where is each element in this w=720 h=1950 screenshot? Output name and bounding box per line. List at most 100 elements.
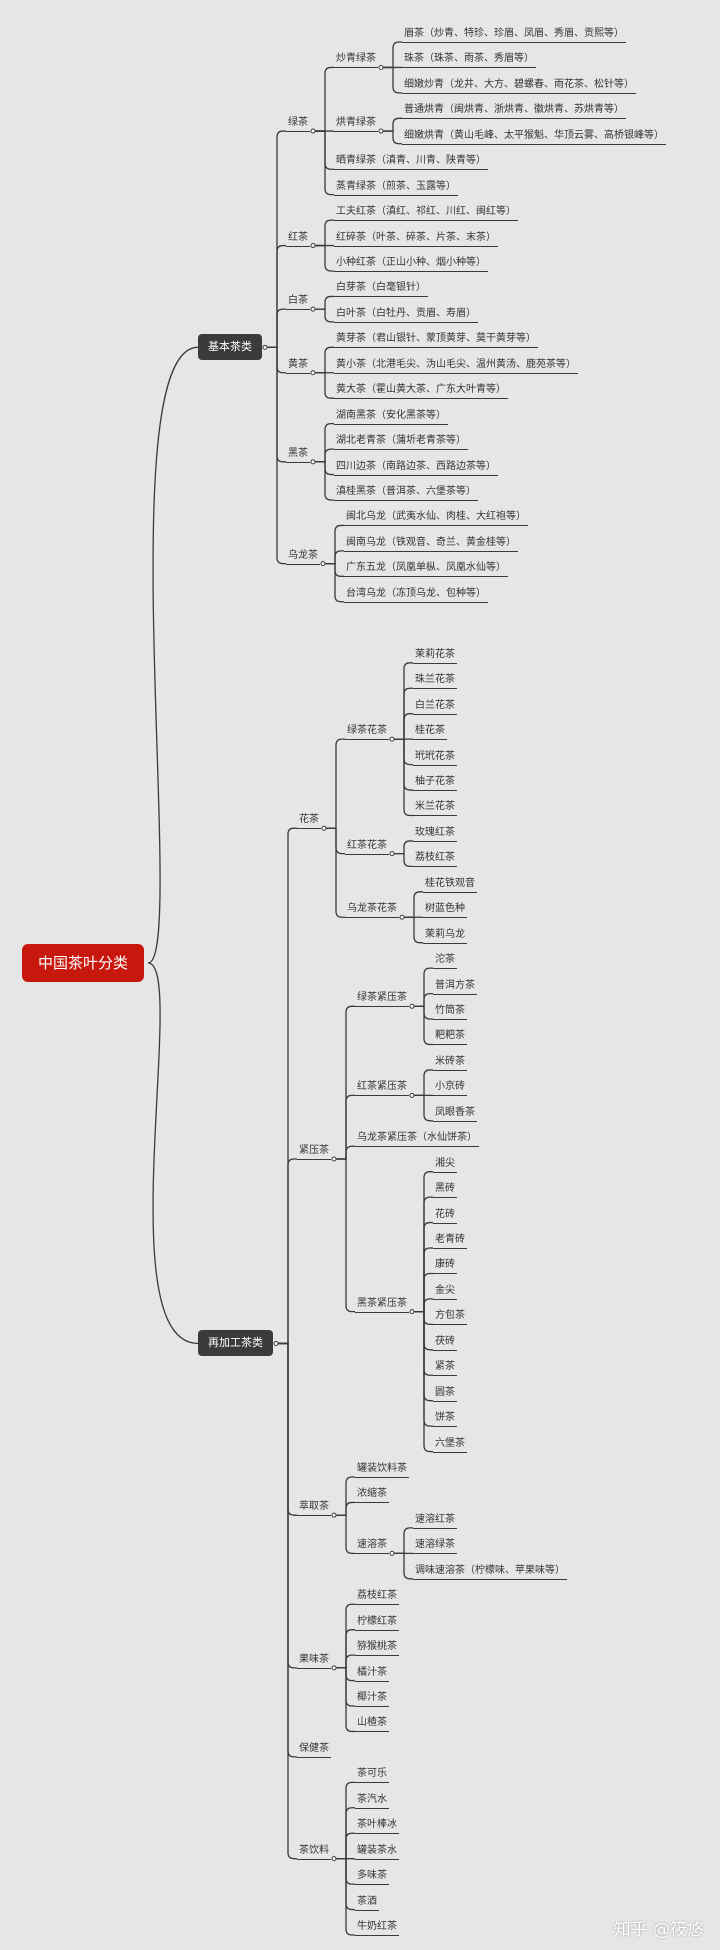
category-再加工茶类[interactable]: 再加工茶类 [198,1330,273,1357]
node-康砖[interactable]: 康砖 [433,1258,457,1275]
node-椰汁茶[interactable]: 椰汁茶 [355,1691,389,1707]
node-六堡茶[interactable]: 六堡茶 [433,1437,467,1453]
root-node[interactable]: 中国茶叶分类 [22,944,145,982]
node-黑茶紧压茶[interactable]: 黑茶紧压茶 [355,1297,409,1313]
node-老青砖[interactable]: 老青砖 [433,1233,467,1250]
node-闽北乌龙[interactable]: 闽北乌龙（武夷水仙、肉桂、大红袍等） [344,510,528,527]
node-速溶红茶[interactable]: 速溶红茶 [413,1513,457,1529]
node-茉莉乌龙[interactable]: 茉莉乌龙 [423,928,467,944]
node-米砖茶[interactable]: 米砖茶 [433,1055,467,1071]
node-罐装饮料茶[interactable]: 罐装饮料茶 [355,1462,409,1479]
node-湖南黑茶[interactable]: 湖南黑茶（安化黑茶等） [334,409,448,425]
node-白叶茶[interactable]: 白叶茶（白牡丹、贡眉、寿眉） [334,307,478,323]
node-绿茶花茶[interactable]: 绿茶花茶 [345,724,389,741]
node-绿茶紧压茶[interactable]: 绿茶紧压茶 [355,991,409,1008]
node-柠檬红茶[interactable]: 柠檬红茶 [355,1615,399,1631]
node-橘汁茶[interactable]: 橘汁茶 [355,1666,389,1682]
node-滇桂黑茶[interactable]: 滇桂黑茶（普洱茶、六堡茶等） [334,485,478,501]
node-珠茶[interactable]: 珠茶（珠茶、雨茶、秀眉等） [402,52,536,69]
node-方包茶[interactable]: 方包茶 [433,1309,467,1326]
node-黄芽茶[interactable]: 黄芽茶（君山银针、蒙顶黄芽、莫干黄芽等） [334,332,538,349]
node-白芽茶[interactable]: 白芽茶（白毫银针） [334,281,428,298]
node-调味速溶茶[interactable]: 调味速溶茶（柠檬味、苹果味等） [413,1564,567,1580]
node-浓缩茶[interactable]: 浓缩茶 [355,1487,389,1504]
node-细嫩炒青[interactable]: 细嫩炒青（龙井、大方、碧螺春、雨花茶、松针等） [402,78,636,94]
node-猕猴桃茶[interactable]: 猕猴桃茶 [355,1640,399,1657]
node-工夫红茶[interactable]: 工夫红茶（滇红、祁红、川红、闽红等） [334,205,518,222]
node-湘尖[interactable]: 湘尖 [433,1157,457,1173]
node-茶酒[interactable]: 茶酒 [355,1895,379,1911]
node-台湾乌龙[interactable]: 台湾乌龙（冻顶乌龙、包种等） [344,587,488,603]
node-罐装茶水[interactable]: 罐装茶水 [355,1844,399,1860]
node-粑粑茶[interactable]: 粑粑茶 [433,1029,467,1046]
node-玳玳花茶[interactable]: 玳玳花茶 [413,750,457,766]
node-四川边茶[interactable]: 四川边茶（南路边茶、西路边茶等） [334,460,498,476]
node-沱茶[interactable]: 沱茶 [433,953,457,970]
node-紧茶[interactable]: 紧茶 [433,1360,457,1377]
node-红茶[interactable]: 红茶 [286,231,310,247]
node-白茶[interactable]: 白茶 [286,294,310,311]
node-树蓝色种[interactable]: 树蓝色种 [423,902,467,919]
node-乌龙茶[interactable]: 乌龙茶 [286,549,320,565]
node-黄大茶[interactable]: 黄大茶（霍山黄大茶、广东大叶青等） [334,383,508,400]
node-红茶紧压茶[interactable]: 红茶紧压茶 [355,1080,409,1097]
node-茶叶棒冰[interactable]: 茶叶棒冰 [355,1818,399,1835]
node-小种红茶[interactable]: 小种红茶（正山小种、烟小种等） [334,256,488,272]
node-乌龙茶紧压茶[interactable]: 乌龙茶紧压茶（水仙饼茶） [355,1131,479,1148]
node-圆茶[interactable]: 圆茶 [433,1386,457,1402]
node-速溶绿茶[interactable]: 速溶绿茶 [413,1538,457,1555]
node-多味茶[interactable]: 多味茶 [355,1869,389,1886]
node-普洱方茶[interactable]: 普洱方茶 [433,979,477,995]
node-饼茶[interactable]: 饼茶 [433,1411,457,1428]
node-金尖[interactable]: 金尖 [433,1284,457,1300]
node-山楂茶[interactable]: 山楂茶 [355,1716,389,1733]
node-湖北老青茶[interactable]: 湖北老青茶（蒲圻老青茶等） [334,434,468,451]
node-绿茶[interactable]: 绿茶 [286,116,310,133]
node-花砖[interactable]: 花砖 [433,1208,457,1224]
node-茉莉花茶[interactable]: 茉莉花茶 [413,648,457,664]
node-茯砖[interactable]: 茯砖 [433,1335,457,1351]
node-黄小茶[interactable]: 黄小茶（北港毛尖、沩山毛尖、温州黄汤、鹿苑茶等） [334,358,578,374]
node-广东五龙[interactable]: 广东五龙（凤凰单枞、凤凰水仙等） [344,561,508,578]
node-白兰花茶[interactable]: 白兰花茶 [413,699,457,715]
node-烘青绿茶[interactable]: 烘青绿茶 [334,116,378,133]
node-荔枝红茶[interactable]: 荔枝红茶 [413,851,457,868]
connector-line [267,346,286,565]
node-荔枝红茶[interactable]: 荔枝红茶 [355,1589,399,1606]
category-基本茶类[interactable]: 基本茶类 [198,334,262,361]
node-茶可乐[interactable]: 茶可乐 [355,1767,389,1784]
node-花茶[interactable]: 花茶 [297,813,321,830]
node-玫瑰红茶[interactable]: 玫瑰红茶 [413,826,457,842]
node-细嫩烘青[interactable]: 细嫩烘青（黄山毛峰、太平猴魁、华顶云雾、高桥银峰等） [402,129,666,145]
node-普通烘青[interactable]: 普通烘青（闽烘青、浙烘青、徽烘青、苏烘青等） [402,103,626,120]
node-茶汽水[interactable]: 茶汽水 [355,1793,389,1809]
node-蒸青绿茶[interactable]: 蒸青绿茶（煎茶、玉露等） [334,180,458,196]
node-黑砖[interactable]: 黑砖 [433,1182,457,1199]
node-保健茶[interactable]: 保健茶 [297,1742,331,1758]
node-桂花铁观音[interactable]: 桂花铁观音 [423,877,477,893]
node-黄茶[interactable]: 黄茶 [286,358,310,374]
node-凤眼香茶[interactable]: 凤眼香茶 [433,1106,477,1122]
node-黑茶[interactable]: 黑茶 [286,447,310,463]
node-牛奶红茶[interactable]: 牛奶红茶 [355,1920,399,1936]
node-红茶花茶[interactable]: 红茶花茶 [345,839,389,855]
node-眉茶[interactable]: 眉茶（炒青、特珍、珍眉、凤眉、秀眉、贡熙等） [402,27,626,43]
node-小京砖[interactable]: 小京砖 [433,1080,467,1097]
node-乌龙茶花茶[interactable]: 乌龙茶花茶 [345,902,399,919]
node-速溶茶[interactable]: 速溶茶 [355,1538,389,1555]
node-炒青绿茶[interactable]: 炒青绿茶 [334,52,378,69]
node-闽南乌龙[interactable]: 闽南乌龙（铁观音、奇兰、黄金桂等） [344,536,518,552]
node-果味茶[interactable]: 果味茶 [297,1653,331,1669]
node-晒青绿茶[interactable]: 晒青绿茶（滇青、川青、陕青等） [334,154,488,171]
node-红碎茶[interactable]: 红碎茶（叶茶、碎茶、片茶、末茶） [334,231,498,247]
node-茶饮料[interactable]: 茶饮料 [297,1844,331,1860]
node-珠兰花茶[interactable]: 珠兰花茶 [413,673,457,690]
node-米兰花茶[interactable]: 米兰花茶 [413,800,457,817]
node-紧压茶[interactable]: 紧压茶 [297,1144,331,1160]
node-竹筒茶[interactable]: 竹筒茶 [433,1004,467,1021]
node-萃取茶[interactable]: 萃取茶 [297,1500,331,1517]
node-柚子花茶[interactable]: 柚子花茶 [413,775,457,792]
connector-line [267,308,286,348]
node-桂花茶[interactable]: 桂花茶 [413,724,447,741]
